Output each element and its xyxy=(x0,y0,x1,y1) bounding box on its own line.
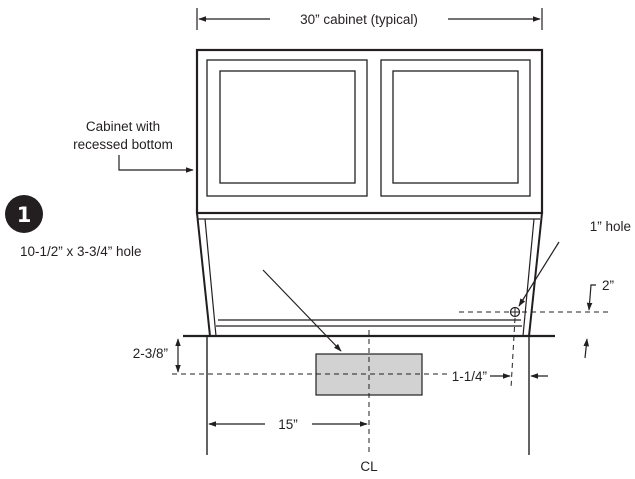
cabinet-width-dimension xyxy=(196,8,543,30)
cabinet-note-line2: recessed bottom xyxy=(73,137,173,152)
hole-offset-dimension xyxy=(583,284,596,359)
upper-cabinet xyxy=(195,48,544,215)
rect-hole-label: 10-1/2” x 3-3/4” hole xyxy=(20,244,142,259)
rect-hole-leader xyxy=(262,269,342,352)
right-door-panel xyxy=(392,70,519,184)
guide-lines xyxy=(172,311,610,455)
round-hole-leader xyxy=(518,241,560,307)
right-door xyxy=(380,59,531,197)
step-number: 1 xyxy=(17,203,32,227)
depth-dimension-label: 2-3/8” xyxy=(133,346,168,361)
centerline-label: CL xyxy=(360,459,378,474)
left-door xyxy=(206,59,368,197)
round-hole-label: 1” hole xyxy=(590,219,631,234)
distance-dimension-label: 15” xyxy=(278,417,298,432)
left-door-panel xyxy=(219,70,356,184)
wall-outline xyxy=(183,334,555,455)
edge-offset-label: 1-1/4” xyxy=(452,369,487,384)
cabinet-frame xyxy=(195,48,544,215)
hole-offset-label: 2” xyxy=(602,278,614,293)
step-badge: 1 xyxy=(5,195,43,233)
cabinet-note-leader xyxy=(118,155,194,173)
cabinet-width-label: 30” cabinet (typical) xyxy=(300,12,418,27)
cabinet-note-line1: Cabinet with xyxy=(86,119,160,134)
recessed-bottom xyxy=(196,212,543,337)
